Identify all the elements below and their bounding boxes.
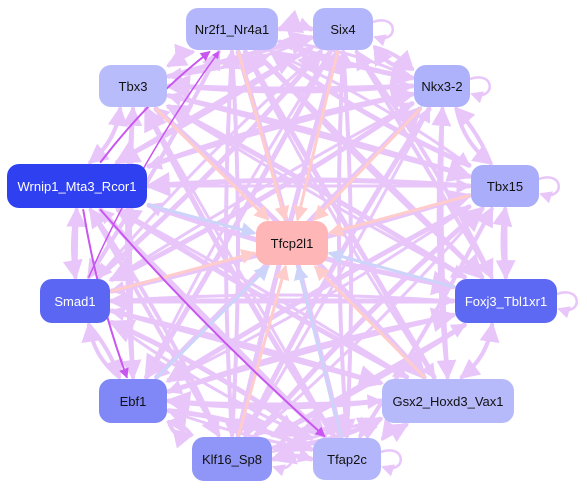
edge-klf16_sp8-ebf1 <box>165 413 194 437</box>
edge-foxj3_tbl1xr1-six4 <box>354 49 494 279</box>
node-foxj3-tbl1xr1[interactable]: Foxj3_Tbl1xr1 <box>455 279 557 323</box>
edge-gsx2_hoxd3_vax1-nr2f1_nr4a1 <box>242 48 437 380</box>
edge-wrnip1_mta3_rcor1-tfcp2l1 <box>147 203 257 237</box>
edge-foxj3_tbl1xr1-gsx2_hoxd3_vax1 <box>459 323 495 379</box>
edge-tbx3-nr2f1_nr4a1 <box>167 43 196 68</box>
edge-smad1-foxj3_tbl1xr1 <box>110 292 456 308</box>
edge-klf16_sp8-wrnip1_mta3_rcor1 <box>88 207 221 437</box>
edge-ebf1-smad1 <box>81 321 122 379</box>
edge-klf16_sp8-nkx3_2 <box>244 106 431 437</box>
edge-six4-tfap2c <box>335 50 356 440</box>
edge-ebf1-tfcp2l1 <box>155 265 270 379</box>
edge-tfap2c-smad1 <box>108 319 314 441</box>
edge-tfap2c-tbx3 <box>143 105 337 439</box>
edge-strong-wrnip1-tfap2c <box>99 209 326 438</box>
self-loop-tfap2c <box>380 449 402 477</box>
edge-gsx2_hoxd3_vax1-wrnip1_mta3_rcor1 <box>115 207 410 380</box>
edge-nkx3_2-smad1 <box>108 101 415 282</box>
node-gsx2-hoxd3-vax1[interactable]: Gsx2_Hoxd3_Vax1 <box>382 379 514 423</box>
node-klf16-sp8[interactable]: Klf16_Sp8 <box>192 437 272 481</box>
self-loop-tbx15 <box>538 176 560 204</box>
edge-foxj3_tbl1xr1-tfcp2l1 <box>327 249 455 289</box>
node-nkx3-2[interactable]: Nkx3-2 <box>414 65 470 107</box>
edge-nkx3_2-six4 <box>373 44 414 71</box>
node-smad1[interactable]: Smad1 <box>40 279 110 323</box>
edge-ebf1-tbx15 <box>167 205 471 382</box>
edge-gsx2_hoxd3_vax1-smad1 <box>109 306 382 385</box>
edge-smad1-tfcp2l1 <box>110 249 257 293</box>
edge-foxj3_tbl1xr1-tbx3 <box>165 104 467 280</box>
edge-six4-ebf1 <box>144 49 333 381</box>
edge-smad1-wrnip1_mta3_rcor1 <box>66 206 87 279</box>
edge-six4-nr2f1_nr4a1 <box>276 9 314 34</box>
node-wrnip1-mta3-rcor1[interactable]: Wrnip1_Mta3_Rcor1 <box>7 164 147 208</box>
edge-smad1-nr2f1_nr4a1 <box>86 49 221 279</box>
edge-tbx15-nkx3_2 <box>454 106 493 165</box>
self-loop-foxj3_tbl1xr1 <box>556 291 578 319</box>
edge-six4-tfcp2l1 <box>293 50 340 222</box>
edge-nkx3_2-tfcp2l1 <box>313 107 422 221</box>
edge-gsx2_hoxd3_vax1-foxj3_tbl1xr1 <box>459 321 500 379</box>
node-tfcp2l1[interactable]: Tfcp2l1 <box>256 221 328 265</box>
self-loop-nkx3_2 <box>469 76 491 104</box>
edge-nkx3_2-klf16_sp8 <box>243 106 432 439</box>
edge-wrnip1_mta3_rcor1-tbx3 <box>88 105 128 164</box>
edge-tbx15-nr2f1_nr4a1 <box>268 49 472 168</box>
edge-klf16_sp8-foxj3_tbl1xr1 <box>272 323 467 437</box>
edge-foxj3_tbl1xr1-tbx15 <box>492 205 513 279</box>
node-tbx3[interactable]: Tbx3 <box>99 65 167 107</box>
self-loop-klf16_sp8 <box>271 449 293 477</box>
edge-tbx15-tfcp2l1 <box>327 194 471 237</box>
edge-gsx2_hoxd3_vax1-nkx3_2 <box>431 105 452 379</box>
edge-nr2f1_nr4a1-gsx2_hoxd3_vax1 <box>243 50 436 379</box>
edge-tfap2c-tfcp2l1 <box>293 264 343 438</box>
edge-wrnip1_mta3_rcor1-gsx2_hoxd3_vax1 <box>116 208 409 379</box>
node-six4[interactable]: Six4 <box>313 8 373 50</box>
edge-smad1-nkx3_2 <box>110 102 415 281</box>
self-loop-six4 <box>372 19 394 47</box>
node-tbx15[interactable]: Tbx15 <box>471 165 539 207</box>
edge-gsx2_hoxd3_vax1-ebf1 <box>165 390 383 416</box>
edge-tfap2c-six4 <box>334 48 355 438</box>
edge-tfap2c-gsx2_hoxd3_vax1 <box>381 423 409 443</box>
edge-ebf1-foxj3_tbl1xr1 <box>166 307 457 394</box>
edge-strong-smad1-nr2f1 <box>88 51 220 278</box>
node-ebf1[interactable]: Ebf1 <box>99 379 167 423</box>
edge-smad1-ebf1 <box>86 323 124 381</box>
edge-tbx3-wrnip1_mta3_rcor1 <box>87 107 123 165</box>
edge-tfap2c-tbx15 <box>358 206 494 438</box>
edge-tbx3-tfcp2l1 <box>154 107 270 221</box>
edge-nr2f1_nr4a1-tfcp2l1 <box>236 50 290 222</box>
edge-gsx2_hoxd3_vax1-tfcp2l1 <box>314 265 426 379</box>
edge-six4-foxj3_tbl1xr1 <box>354 50 494 280</box>
edge-klf16_sp8-tfcp2l1 <box>237 264 290 437</box>
edge-tfap2c-klf16_sp8 <box>270 440 314 465</box>
edge-tbx15-wrnip1_mta3_rcor1 <box>145 171 472 197</box>
node-nr2f1-nr4a1[interactable]: Nr2f1_Nr4a1 <box>186 8 278 50</box>
node-tfap2c[interactable]: Tfap2c <box>313 438 381 480</box>
edge-nr2f1_nr4a1-klf16_sp8 <box>223 50 244 439</box>
edge-tbx3-foxj3_tbl1xr1 <box>167 105 467 279</box>
edge-tbx3-tfap2c <box>144 107 336 439</box>
